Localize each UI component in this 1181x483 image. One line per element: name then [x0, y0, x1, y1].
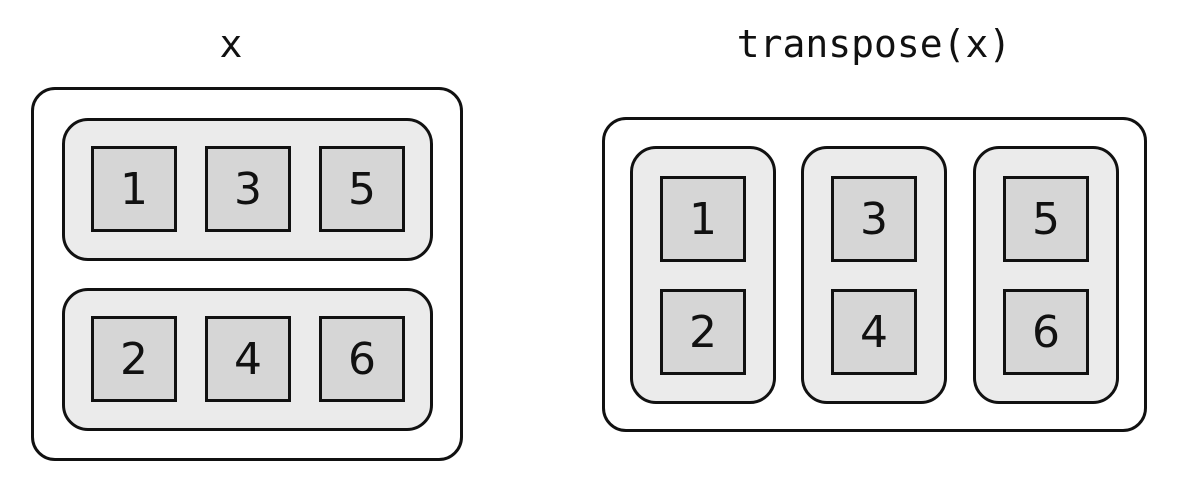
- left-cell: 4: [205, 316, 291, 402]
- right-cell: 6: [1003, 289, 1089, 375]
- right-column-3: 5 6: [973, 146, 1119, 404]
- right-column-1: 1 2: [630, 146, 776, 404]
- left-cell: 1: [91, 146, 177, 232]
- right-cell: 4: [831, 289, 917, 375]
- left-row-2: 2 4 6: [62, 288, 433, 431]
- left-cell: 5: [319, 146, 405, 232]
- left-cell: 3: [205, 146, 291, 232]
- right-column-2: 3 4: [801, 146, 947, 404]
- right-cell: 1: [660, 176, 746, 262]
- right-cell: 5: [1003, 176, 1089, 262]
- left-row-1: 1 3 5: [62, 118, 433, 261]
- right-title: transpose(x): [736, 22, 1012, 66]
- left-title: x: [219, 22, 243, 66]
- right-cell: 3: [831, 176, 917, 262]
- right-container: 1 2 3 4 5 6: [602, 117, 1147, 432]
- left-cell: 6: [319, 316, 405, 402]
- right-cell: 2: [660, 289, 746, 375]
- left-container: 1 3 5 2 4 6: [31, 87, 463, 461]
- left-cell: 2: [91, 316, 177, 402]
